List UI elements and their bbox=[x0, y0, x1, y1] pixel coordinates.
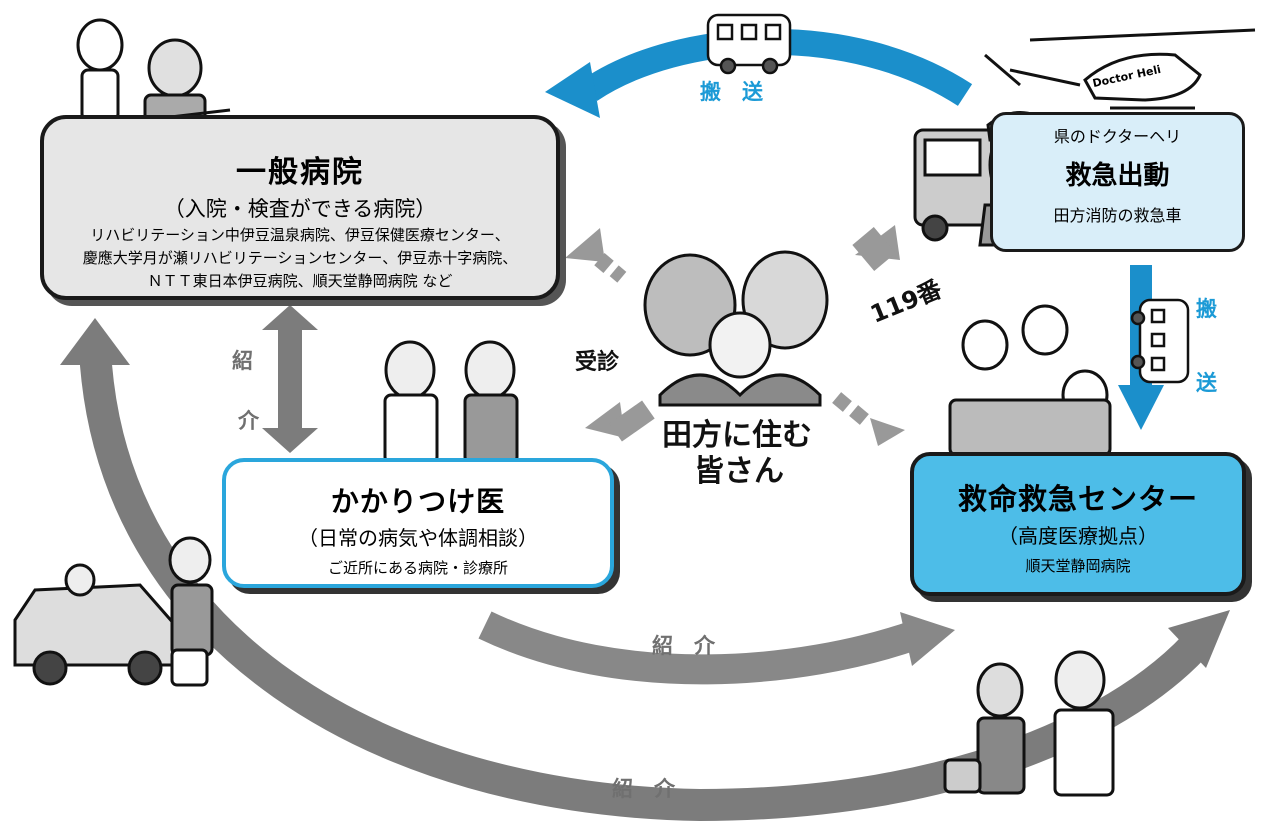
call-119-arrow bbox=[852, 225, 900, 272]
center-label-line2: 皆さん bbox=[694, 454, 784, 489]
family-doctor-subtitle: （日常の病気や体調相談） bbox=[298, 526, 538, 550]
referral-arrowhead-right bbox=[1168, 610, 1230, 668]
emergency-center-box: 救命救急センター （高度医療拠点） 順天堂静岡病院 bbox=[910, 452, 1246, 596]
dispatch-line-ambulance: 田方消防の救急車 bbox=[1053, 206, 1182, 225]
family-doctor-title: かかりつけ医 bbox=[330, 485, 506, 518]
ambulance-right bbox=[1130, 298, 1190, 384]
consult-arrow-to-general bbox=[565, 228, 627, 283]
referral-arc-middle bbox=[478, 611, 920, 685]
helicopter-illustration bbox=[984, 28, 1256, 110]
transport-arrowhead-top bbox=[545, 62, 600, 118]
transport-label-right-2: 送 bbox=[1196, 371, 1217, 395]
patient-doctor-bottom-illustration bbox=[943, 650, 1115, 797]
general-hospital-list-line: リハビリテーション中伊豆温泉病院、伊豆保健医療センター、 bbox=[90, 226, 510, 244]
general-hospital-list-line: 慶應大学月が瀬リハビリテーションセンター、伊豆赤十字病院、 bbox=[82, 249, 518, 267]
taxi-illustration bbox=[13, 563, 177, 686]
transport-label-top: 搬 送 bbox=[700, 80, 763, 104]
transport-right-head bbox=[1118, 385, 1164, 430]
dispatch-box: 県のドクターヘリ 救急出動 田方消防の救急車 bbox=[990, 112, 1245, 252]
dispatch-line-heli: 県のドクターヘリ bbox=[1053, 127, 1182, 146]
transport-label-right-1: 搬 bbox=[1196, 297, 1217, 321]
dispatch-title: 救急出動 bbox=[1065, 161, 1170, 191]
general-hospital-title: 一般病院 bbox=[236, 155, 364, 190]
family-doctor-box: かかりつけ医 （日常の病気や体調相談） ご近所にある病院・診療所 bbox=[222, 458, 614, 588]
doctors-illustration bbox=[383, 340, 519, 465]
referral-label-left-1: 紹 bbox=[232, 349, 253, 373]
consult-label: 受診 bbox=[575, 350, 620, 375]
referral-arrowhead-up bbox=[60, 318, 130, 365]
referral-vertical-head-up bbox=[262, 305, 318, 330]
emergency-center-detail: 順天堂静岡病院 bbox=[1025, 557, 1131, 575]
general-hospital-box: 一般病院 （入院・検査ができる病院） リハビリテーション中伊豆温泉病院、伊豆保健… bbox=[40, 115, 560, 300]
emergency-center-title: 救命救急センター bbox=[957, 482, 1198, 516]
family-illustration bbox=[643, 250, 829, 407]
referral-vertical-head-down bbox=[262, 428, 318, 453]
ambulance-top bbox=[706, 13, 792, 75]
emergency-center-subtitle: （高度医療拠点） bbox=[998, 524, 1158, 548]
referral-arrowhead-middle bbox=[900, 612, 955, 666]
referral-label-middle: 紹 介 bbox=[652, 634, 715, 658]
referral-label-left-2: 介 bbox=[238, 409, 259, 433]
family-doctor-detail: ご近所にある病院・診療所 bbox=[327, 559, 508, 577]
nurse-patient-illustration bbox=[58, 18, 231, 195]
general-hospital-list-line: ＮＴＴ東日本伊豆病院、順天堂静岡病院 など bbox=[147, 272, 453, 290]
walking-patient-illustration bbox=[168, 536, 214, 687]
general-hospital-subtitle: （入院・検査ができる病院） bbox=[163, 197, 437, 221]
surgery-team-illustration bbox=[948, 304, 1112, 457]
arrow-to-emergency bbox=[832, 392, 905, 446]
referral-vertical-shaft bbox=[278, 325, 302, 433]
referral-label-bottom: 紹 介 bbox=[612, 777, 675, 801]
consult-arrow-to-family bbox=[585, 400, 655, 442]
center-label-line1: 田方に住む bbox=[662, 418, 812, 453]
